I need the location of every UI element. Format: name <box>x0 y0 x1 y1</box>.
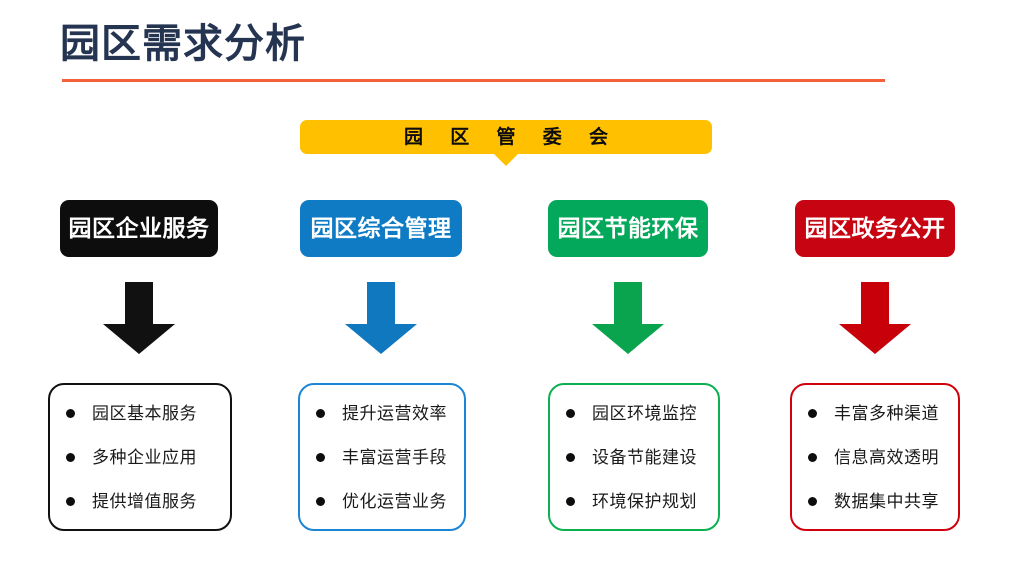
category-header-1[interactable]: 园区企业服务 <box>60 200 218 257</box>
bullet-dot-icon <box>808 452 817 462</box>
list-item: 多种企业应用 <box>66 435 230 479</box>
list-item-label: 信息高效透明 <box>834 447 939 467</box>
list-item: 设备节能建设 <box>566 435 718 479</box>
list-item-label: 多种企业应用 <box>92 447 197 467</box>
bullet-dot-icon <box>316 452 325 462</box>
list-item: 环境保护规划 <box>566 479 718 523</box>
category-header-3[interactable]: 园区节能环保 <box>548 200 708 257</box>
list-item: 提供增值服务 <box>66 479 230 523</box>
list-item: 提升运营效率 <box>316 391 464 435</box>
down-arrow-icon-1 <box>103 282 175 354</box>
list-item-label: 优化运营业务 <box>342 491 447 511</box>
list-item-label: 园区基本服务 <box>92 403 197 423</box>
list-item-label: 数据集中共享 <box>834 491 939 511</box>
down-arrow-icon-3 <box>592 282 664 354</box>
bullet-dot-icon <box>808 496 817 506</box>
category-header-1-label: 园区企业服务 <box>68 215 210 241</box>
category-header-4[interactable]: 园区政务公开 <box>795 200 955 257</box>
list-item-label: 园区环境监控 <box>592 403 697 423</box>
bullet-dot-icon <box>66 452 75 462</box>
bullet-dot-icon <box>66 496 75 506</box>
down-arrow-icon-2 <box>345 282 417 354</box>
category-header-3-label: 园区节能环保 <box>557 215 699 241</box>
page-title: 园区需求分析 <box>60 22 306 66</box>
category-header-4-label: 园区政务公开 <box>804 215 946 241</box>
list-item: 丰富多种渠道 <box>808 391 958 435</box>
list-item: 园区基本服务 <box>66 391 230 435</box>
banner-pointer-triangle-icon <box>493 153 519 166</box>
list-item-label: 丰富运营手段 <box>342 447 447 467</box>
list-item: 园区环境监控 <box>566 391 718 435</box>
list-item: 优化运营业务 <box>316 479 464 523</box>
governing-body-banner: 园 区 管 委 会 <box>300 120 712 154</box>
down-arrow-icon-4 <box>839 282 911 354</box>
list-item-label: 提升运营效率 <box>342 403 447 423</box>
bullet-card-3: 园区环境监控 设备节能建设 环境保护规划 <box>548 383 720 531</box>
list-item: 信息高效透明 <box>808 435 958 479</box>
bullet-dot-icon <box>316 408 325 418</box>
list-item-label: 设备节能建设 <box>592 447 697 467</box>
list-item-label: 环境保护规划 <box>592 491 697 511</box>
list-item: 数据集中共享 <box>808 479 958 523</box>
bullet-dot-icon <box>566 496 575 506</box>
title-underline-rule <box>62 79 885 82</box>
list-item-label: 提供增值服务 <box>92 491 197 511</box>
list-item: 丰富运营手段 <box>316 435 464 479</box>
bullet-dot-icon <box>808 408 817 418</box>
category-header-2-label: 园区综合管理 <box>310 215 452 241</box>
list-item-label: 丰富多种渠道 <box>834 403 939 423</box>
bullet-card-1: 园区基本服务 多种企业应用 提供增值服务 <box>48 383 232 531</box>
bullet-dot-icon <box>66 408 75 418</box>
bullet-dot-icon <box>566 408 575 418</box>
category-header-2[interactable]: 园区综合管理 <box>300 200 462 257</box>
bullet-card-4: 丰富多种渠道 信息高效透明 数据集中共享 <box>790 383 960 531</box>
bullet-card-2: 提升运营效率 丰富运营手段 优化运营业务 <box>298 383 466 531</box>
bullet-dot-icon <box>566 452 575 462</box>
bullet-dot-icon <box>316 496 325 506</box>
governing-body-banner-label: 园 区 管 委 会 <box>403 126 620 148</box>
